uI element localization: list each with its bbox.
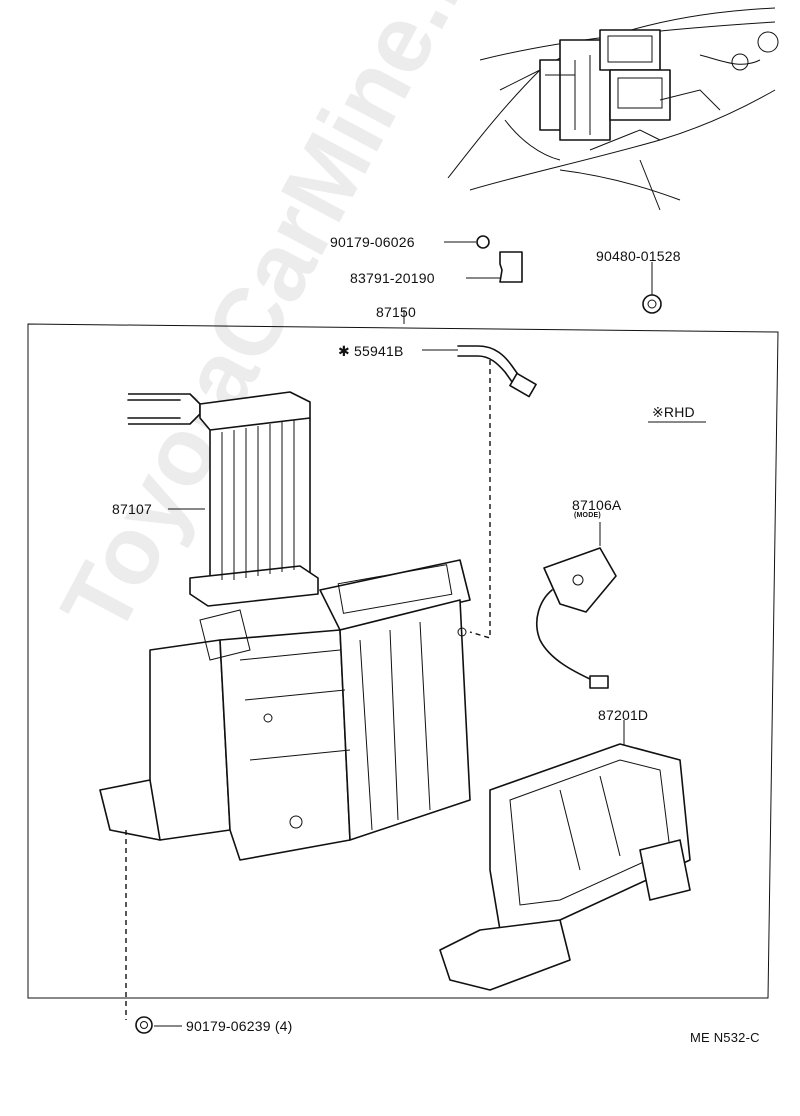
dashboard-inset [447,7,779,211]
heater-unit [99,559,471,861]
mode-servo [536,522,617,689]
part-label-83791-20190: 83791-20190 [350,270,435,286]
part-label-87201d: 87201D [598,707,649,723]
heater-core [127,391,319,607]
part-label-90179-06026: 90179-06026 [330,234,415,250]
part-note-mode: (MODE) [574,512,601,519]
diagram-code: ME N532-C [690,1030,760,1045]
part-label-87150: 87150 [376,304,416,320]
part-label-87107: 87107 [112,501,152,517]
air-duct [439,720,691,991]
rhd-note: ※RHD [652,404,695,420]
part-label-90480-01528: 90480-01528 [596,248,681,264]
part-label-90179-06239: 90179-06239 (4) [186,1018,293,1034]
part-label-55941b: ✱ 55941B [338,343,404,359]
part-label-87106a: 87106A [572,497,622,513]
